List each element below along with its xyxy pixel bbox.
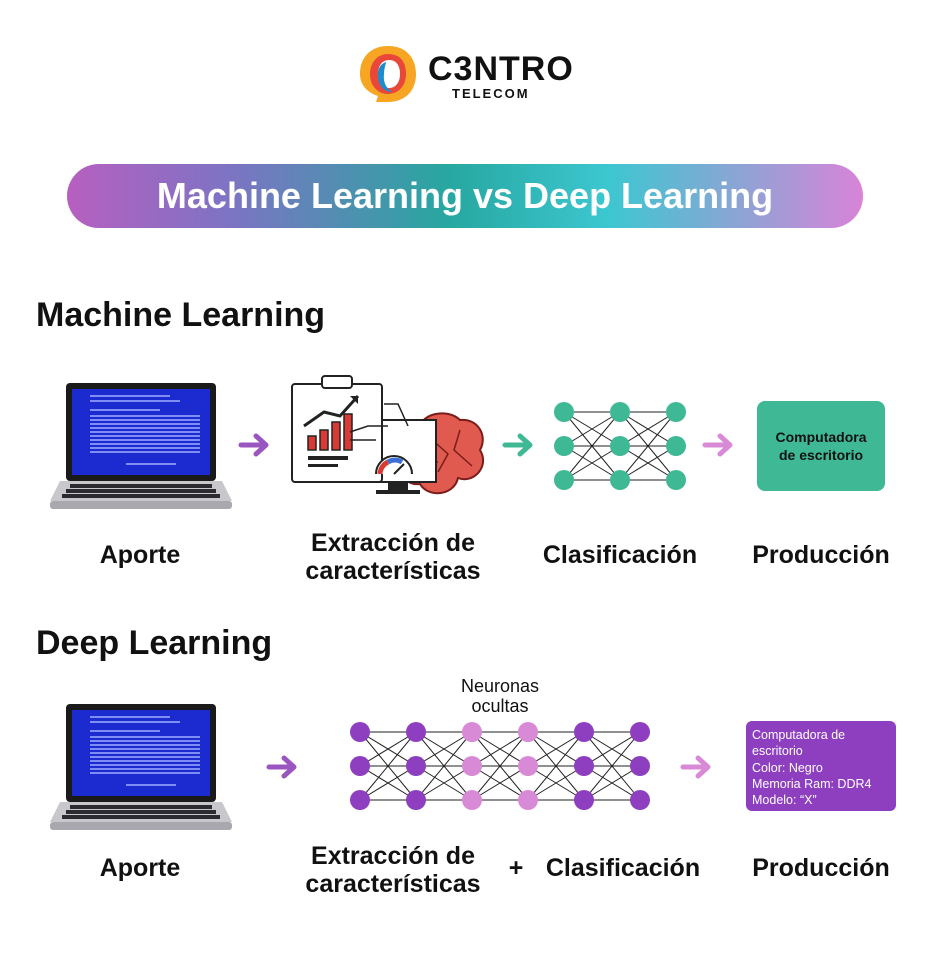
centro-logo-icon [360, 46, 416, 102]
laptop-icon [50, 383, 232, 509]
network-link [359, 731, 417, 767]
dl-section-title: Deep Learning [36, 624, 273, 662]
network-link [583, 765, 641, 801]
arrow-right-icon [266, 755, 297, 779]
neuron [406, 790, 426, 810]
title-banner: Machine Learning vs Deep Learning [67, 164, 863, 228]
ml-output-line: Computadora [775, 428, 867, 445]
network-link [415, 731, 473, 767]
ml-output-line: de escritorio [778, 447, 864, 463]
arrow-right-icon [680, 755, 711, 779]
dl-output-line: Memoria Ram: DDR4 [752, 776, 872, 791]
neuron [630, 722, 650, 742]
dl-label-input: Aporte [99, 854, 181, 882]
classification-network-icon [554, 402, 686, 490]
hidden-neuron [518, 790, 538, 810]
neuron [350, 722, 370, 742]
network-link [415, 731, 473, 801]
network-link [583, 731, 641, 801]
dl-output-line: Color: Negro [752, 760, 823, 775]
banner-title: Machine Learning vs Deep Learning [156, 175, 774, 216]
ml-label-input: Aporte [99, 541, 181, 569]
hidden-neuron [462, 756, 482, 776]
hidden-neuron [462, 790, 482, 810]
neuron [406, 722, 426, 742]
logo-subtitle: TELECOM [452, 86, 530, 101]
arrow-right-icon [702, 433, 733, 457]
hidden-neurons-line1: Neuronas [460, 676, 540, 696]
network-link [471, 731, 529, 767]
ml-label-feature-extraction: Extracción de características [288, 529, 498, 585]
feature-extraction-icon [291, 375, 485, 494]
ml-output-box: Computadora de escritorio [757, 401, 885, 491]
hidden-neuron [462, 722, 482, 742]
neuron [350, 756, 370, 776]
laptop-icon [50, 704, 232, 830]
ml-section-title: Machine Learning [36, 296, 326, 334]
ml-label-feature-line2: características [305, 556, 481, 585]
dl-label-classification: Clasificación [545, 854, 701, 882]
ml-label-feature-line1: Extracción de [311, 529, 475, 557]
network-link [359, 731, 417, 801]
dl-output-line: Computadora de [752, 728, 846, 742]
dl-label-output: Producción [752, 854, 890, 882]
network-link [359, 765, 417, 801]
deep-network-icon [350, 722, 650, 810]
dl-output-box: Computadora de escritorio Color: Negro M… [746, 721, 896, 811]
ml-label-output: Producción [752, 541, 890, 569]
arrow-right-icon [238, 433, 269, 457]
neuron [574, 756, 594, 776]
network-link [583, 731, 641, 767]
dl-label-feature-line1: Extracción de [311, 842, 475, 870]
neuron [350, 790, 370, 810]
dl-label-feature-extraction: Extracción de características [288, 842, 498, 898]
hidden-neurons-label: Neuronas ocultas [430, 676, 570, 717]
dl-label-plus: + [508, 854, 524, 882]
network-link [527, 765, 585, 801]
arrow-right-icon [502, 433, 533, 457]
network-link [471, 765, 529, 801]
network-link [527, 731, 585, 801]
dl-label-feature-line2: características [305, 869, 481, 898]
ml-label-classification: Clasificación [542, 541, 698, 569]
network-link [471, 731, 529, 801]
neuron [630, 756, 650, 776]
neuron [630, 790, 650, 810]
dl-output-line: escritorio [752, 744, 803, 759]
neuron [406, 756, 426, 776]
hidden-neuron [518, 722, 538, 742]
hidden-neuron [518, 756, 538, 776]
neuron [574, 722, 594, 742]
neuron [574, 790, 594, 810]
logo-name: C3NTRO [428, 50, 574, 88]
dl-output-line: Modelo: “X” [752, 793, 817, 807]
network-link [415, 765, 473, 801]
hidden-neurons-line2: ocultas [471, 695, 529, 716]
network-link [527, 731, 585, 767]
